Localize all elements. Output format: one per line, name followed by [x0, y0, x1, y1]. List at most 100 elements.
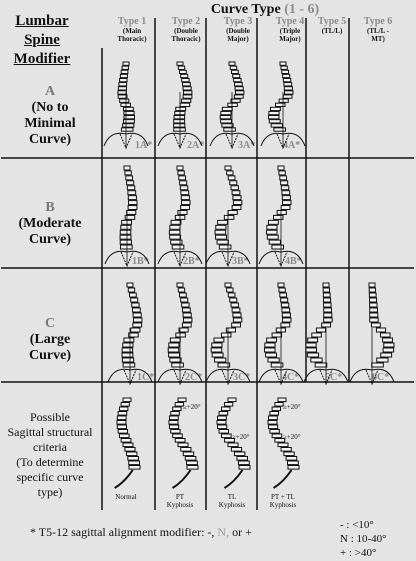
vertebra [123, 119, 135, 124]
vertebra [224, 438, 235, 443]
cell-code-2c: 2C* [185, 372, 203, 383]
vertebra [176, 282, 184, 288]
vertebra [171, 362, 184, 368]
cell-code-4c: 4C* [282, 372, 300, 383]
vertebra [120, 224, 132, 230]
vertebra [124, 447, 136, 452]
vertebra [213, 337, 225, 343]
vertebra [269, 429, 280, 434]
vertebra [176, 61, 184, 66]
vertebra [126, 209, 137, 215]
vertebra [323, 317, 333, 323]
lumbar-spine-modifier-title: Lumbar Spine Modifier [2, 12, 82, 69]
vertebra [229, 297, 238, 303]
vertebra [266, 337, 278, 343]
vertebra [177, 170, 185, 176]
vertebra [182, 86, 192, 91]
vertebra [369, 302, 378, 308]
vertebra [307, 337, 319, 343]
vertebra [182, 82, 191, 87]
vertebra [279, 292, 288, 298]
vertebra [230, 98, 241, 103]
type-1-header: Type 1 [117, 16, 147, 27]
vertebra [226, 170, 234, 176]
vertebra [369, 312, 379, 318]
vertebra [168, 420, 179, 425]
vertebra [238, 465, 251, 470]
type-3-header: Type 3 [223, 16, 253, 27]
vertebra [176, 165, 184, 171]
vertebra [180, 73, 189, 79]
vertebra [174, 438, 186, 443]
vertebra [168, 342, 180, 348]
vertebra [277, 442, 289, 448]
vertebra [186, 460, 198, 466]
vertebra [232, 312, 242, 318]
vertebra [221, 123, 234, 128]
vertebra [184, 456, 197, 461]
vertebra [117, 429, 129, 434]
vertebra [182, 307, 191, 313]
vertebra [281, 69, 290, 75]
vertebra [279, 61, 287, 66]
vertebra [221, 433, 232, 439]
vertebra [236, 456, 248, 461]
row-desc: (Moderate [18, 216, 82, 231]
vertebra [180, 205, 190, 210]
vertebra [232, 200, 243, 206]
vertebra [116, 424, 127, 430]
vertebra [179, 292, 187, 298]
annotation: ≥+20° [183, 403, 201, 411]
type-6-sub: (TL/L -MT) [367, 27, 389, 43]
vertebra [282, 200, 292, 206]
vertebra [273, 127, 287, 132]
vertebra [118, 406, 129, 412]
vertebra [277, 165, 285, 171]
row-c-label: C (Large Curve) [2, 316, 98, 364]
row-letter: B [45, 200, 55, 215]
vertebra [315, 327, 327, 333]
vertebra [173, 119, 186, 124]
title-line: Modifier [13, 51, 71, 67]
spine-figures [103, 61, 395, 489]
type-2-header: Type 2 [171, 16, 201, 27]
vertebra [382, 347, 395, 353]
vertebra [179, 185, 189, 191]
vertebra [217, 362, 231, 368]
cell-code-5c: 5C* [325, 372, 343, 383]
vertebra [173, 115, 186, 120]
vertebra [117, 94, 128, 99]
vertebra [120, 438, 132, 443]
vertebra [271, 244, 285, 250]
vertebra [172, 406, 182, 412]
footnote: * T5-12 sagittal alignment modifier: -, … [30, 525, 252, 540]
vertebra [169, 337, 181, 343]
vertebra [123, 165, 131, 171]
type-4-header: Type 4 [275, 16, 305, 27]
vertebra [127, 195, 137, 201]
vertebra [120, 127, 134, 132]
vertebra [128, 460, 141, 466]
vertebra [169, 357, 182, 363]
vertebra [314, 362, 328, 368]
vertebra [214, 229, 227, 235]
vertebra [119, 73, 128, 79]
vertebra [214, 357, 227, 363]
vertebra [276, 209, 287, 215]
vertebra [180, 195, 190, 201]
vertebra [219, 115, 232, 120]
vertebra [177, 397, 187, 403]
vertebra [130, 297, 139, 303]
vertebra [266, 224, 278, 230]
vertebra [174, 402, 184, 407]
vertebra [117, 90, 127, 95]
vertebra [370, 322, 381, 328]
vertebra [122, 61, 130, 66]
vertebra [277, 397, 287, 403]
vertebra [168, 352, 181, 358]
vertebra [128, 465, 141, 470]
vertebra [121, 357, 135, 363]
vertebra [186, 465, 199, 470]
vertebra [128, 332, 139, 338]
vertebra [170, 239, 183, 245]
